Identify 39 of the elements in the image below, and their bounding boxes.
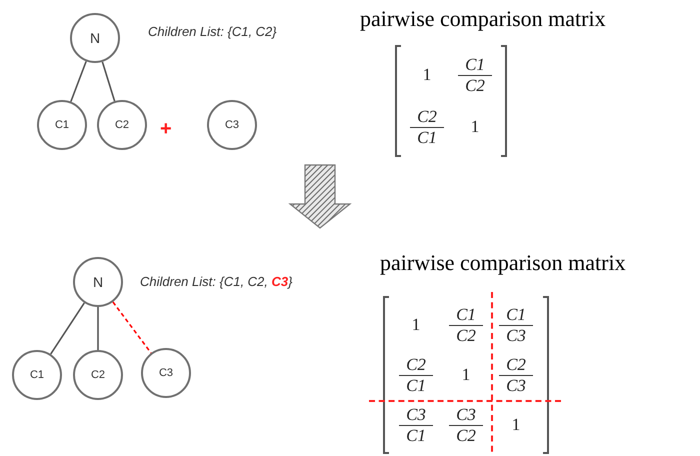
- matrix-title: pairwise comparison matrix: [380, 249, 626, 277]
- node-label: N: [92, 272, 104, 292]
- node-label: C2: [114, 118, 130, 133]
- connector-line: [102, 62, 116, 102]
- plus-sign: +: [160, 117, 172, 142]
- node-label: C1: [30, 368, 44, 383]
- denominator: C2: [456, 426, 476, 446]
- denominator: C3: [506, 376, 526, 396]
- node-label: C1: [54, 118, 70, 133]
- matrix-entry: 1: [462, 364, 470, 386]
- connector-line: [70, 61, 87, 102]
- numerator: C1: [465, 54, 485, 74]
- numerator: C1: [456, 304, 476, 324]
- denominator: C3: [506, 326, 526, 346]
- matrix-entry: 1: [512, 414, 520, 436]
- matrix-entry: 1: [412, 314, 420, 336]
- numerator: C3: [406, 404, 426, 424]
- node-label: C3: [224, 118, 240, 133]
- children-list-text: Children List: {C1, C2, C3}: [140, 273, 292, 291]
- denominator: C1: [406, 376, 426, 396]
- node-label: C3: [158, 366, 174, 381]
- node-label: N: [90, 28, 100, 48]
- children-list-text: Children List: {C1, C2}: [148, 23, 277, 41]
- numerator: C1: [506, 304, 526, 324]
- connector-line: [97, 307, 99, 350]
- denominator: C2: [456, 326, 476, 346]
- node-label: C2: [90, 368, 106, 383]
- numerator: C2: [417, 106, 437, 126]
- denominator: C2: [465, 76, 485, 96]
- numerator: C2: [406, 354, 426, 374]
- matrix-entry: 1: [470, 116, 480, 138]
- dashed-connector: [112, 302, 152, 354]
- denominator: C1: [406, 426, 426, 446]
- connector-line: [50, 302, 85, 355]
- numerator: C3: [456, 404, 476, 424]
- matrix-title: pairwise comparison matrix: [360, 5, 606, 33]
- matrix-entry: 1: [422, 64, 432, 86]
- denominator: C1: [417, 128, 437, 148]
- numerator: C2: [506, 354, 526, 374]
